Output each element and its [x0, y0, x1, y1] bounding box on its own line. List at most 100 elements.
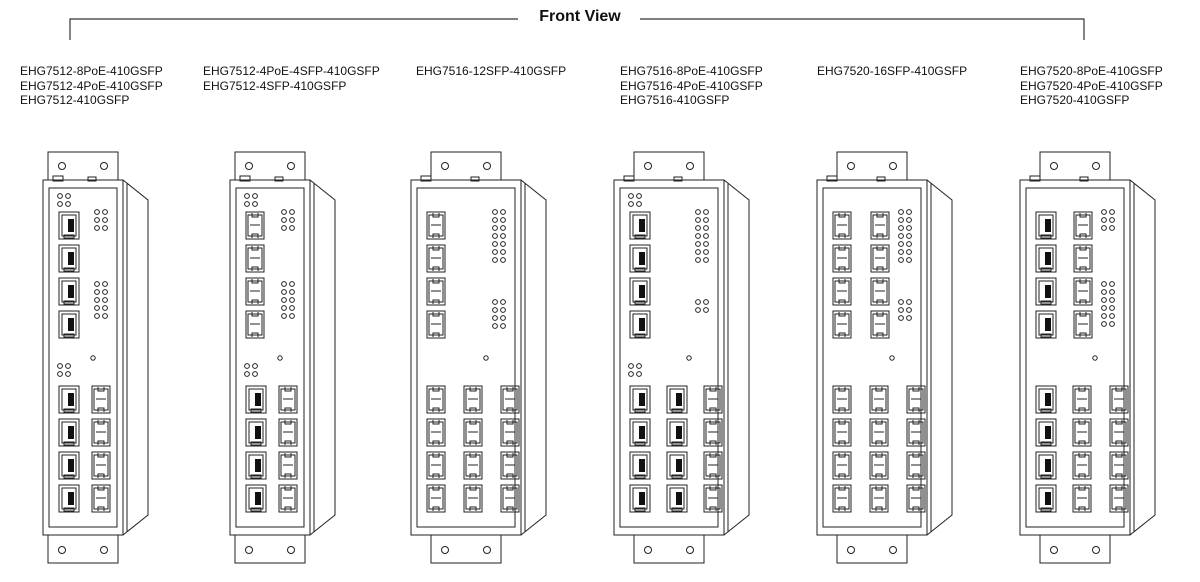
model-label: EHG7516-12SFP-410GSFP — [416, 64, 567, 78]
status-led — [244, 371, 250, 377]
status-led — [500, 233, 506, 239]
rj45-port — [1035, 277, 1057, 306]
status-led — [1109, 321, 1115, 327]
terminal-knob — [1029, 175, 1041, 182]
model-label: EHG7516-8PoE-410GSFP — [620, 64, 763, 78]
status-led — [94, 217, 100, 223]
status-led — [1109, 289, 1115, 295]
terminal-knob — [1079, 176, 1089, 182]
sfp-port — [870, 277, 890, 306]
model-label: EHG7512-4PoE-4SFP-410GSFP — [203, 64, 380, 78]
status-led — [703, 257, 709, 263]
sfp-port — [870, 244, 890, 273]
sfp-port — [832, 310, 852, 339]
status-led — [102, 305, 108, 311]
status-led — [906, 257, 912, 263]
status-led — [898, 299, 904, 305]
front-panel — [416, 187, 516, 528]
model-label: EHG7516-4PoE-410GSFP — [620, 78, 763, 93]
status-led — [703, 249, 709, 255]
rj45-port — [245, 484, 267, 513]
status-led — [289, 225, 295, 231]
mounting-hole — [686, 546, 694, 554]
status-led — [102, 217, 108, 223]
status-led — [492, 315, 498, 321]
reset-pinhole — [889, 355, 895, 361]
status-led — [65, 193, 71, 199]
rj45-port — [58, 418, 80, 447]
rj45-port — [58, 244, 80, 273]
status-led — [898, 233, 904, 239]
front-view-bracket — [69, 18, 1085, 40]
rj45-port — [1035, 244, 1057, 273]
mounting-hole — [441, 162, 449, 170]
sfp-port — [278, 451, 298, 480]
status-led — [500, 225, 506, 231]
status-led — [1109, 217, 1115, 223]
status-led — [695, 257, 701, 263]
mounting-hole — [847, 162, 855, 170]
status-led — [102, 281, 108, 287]
status-led — [1109, 305, 1115, 311]
model-label: EHG7512-410GSFP — [20, 93, 130, 107]
status-led — [500, 315, 506, 321]
mounting-hole — [483, 546, 491, 554]
sfp-port — [500, 451, 520, 480]
rj45-port — [629, 244, 651, 273]
rj45-port — [58, 211, 80, 240]
led-indicator-block — [898, 299, 912, 321]
port-area — [244, 193, 298, 513]
mounting-hole — [644, 546, 652, 554]
status-led — [102, 209, 108, 215]
mounting-hole — [686, 162, 694, 170]
led-indicator-block — [492, 209, 506, 263]
status-led — [252, 371, 258, 377]
status-led — [695, 209, 701, 215]
status-led — [703, 217, 709, 223]
status-led — [703, 307, 709, 313]
status-led — [500, 323, 506, 329]
status-led — [898, 249, 904, 255]
reset-pinhole — [483, 355, 489, 361]
switch-drawing-4 — [613, 151, 750, 564]
model-label: EHG7512-8PoE-410GSFP — [20, 64, 163, 78]
mounting-hole — [1050, 546, 1058, 554]
rj45-port — [58, 310, 80, 339]
status-led — [1109, 297, 1115, 303]
status-led — [65, 201, 71, 207]
reset-pinhole — [277, 355, 283, 361]
rj45-port — [666, 484, 688, 513]
led-indicator-block — [57, 363, 71, 377]
status-led — [1101, 225, 1107, 231]
status-led — [500, 209, 506, 215]
rj45-port — [666, 418, 688, 447]
led-indicator-block — [695, 299, 709, 313]
status-led — [289, 281, 295, 287]
status-led — [102, 313, 108, 319]
sfp-port — [1072, 484, 1092, 513]
status-led — [492, 217, 498, 223]
status-led — [289, 313, 295, 319]
led-indicator-block — [94, 281, 108, 319]
sfp-port — [1073, 310, 1093, 339]
switch-drawing-1 — [42, 151, 149, 564]
led-indicator-block — [898, 209, 912, 263]
status-led — [289, 289, 295, 295]
sfp-port — [500, 484, 520, 513]
status-led — [281, 297, 287, 303]
led-indicator-block — [57, 193, 71, 207]
rj45-port — [1035, 451, 1057, 480]
switch-housing — [613, 179, 725, 536]
status-led — [281, 305, 287, 311]
status-led — [906, 299, 912, 305]
sfp-port — [1072, 418, 1092, 447]
diagram-title: Front View — [520, 7, 640, 27]
status-led — [65, 363, 71, 369]
terminal-knob — [876, 176, 886, 182]
status-led — [695, 217, 701, 223]
sfp-port — [870, 310, 890, 339]
status-led — [500, 257, 506, 263]
rj45-port — [629, 451, 651, 480]
sfp-port — [426, 418, 446, 447]
rj45-port — [1035, 484, 1057, 513]
